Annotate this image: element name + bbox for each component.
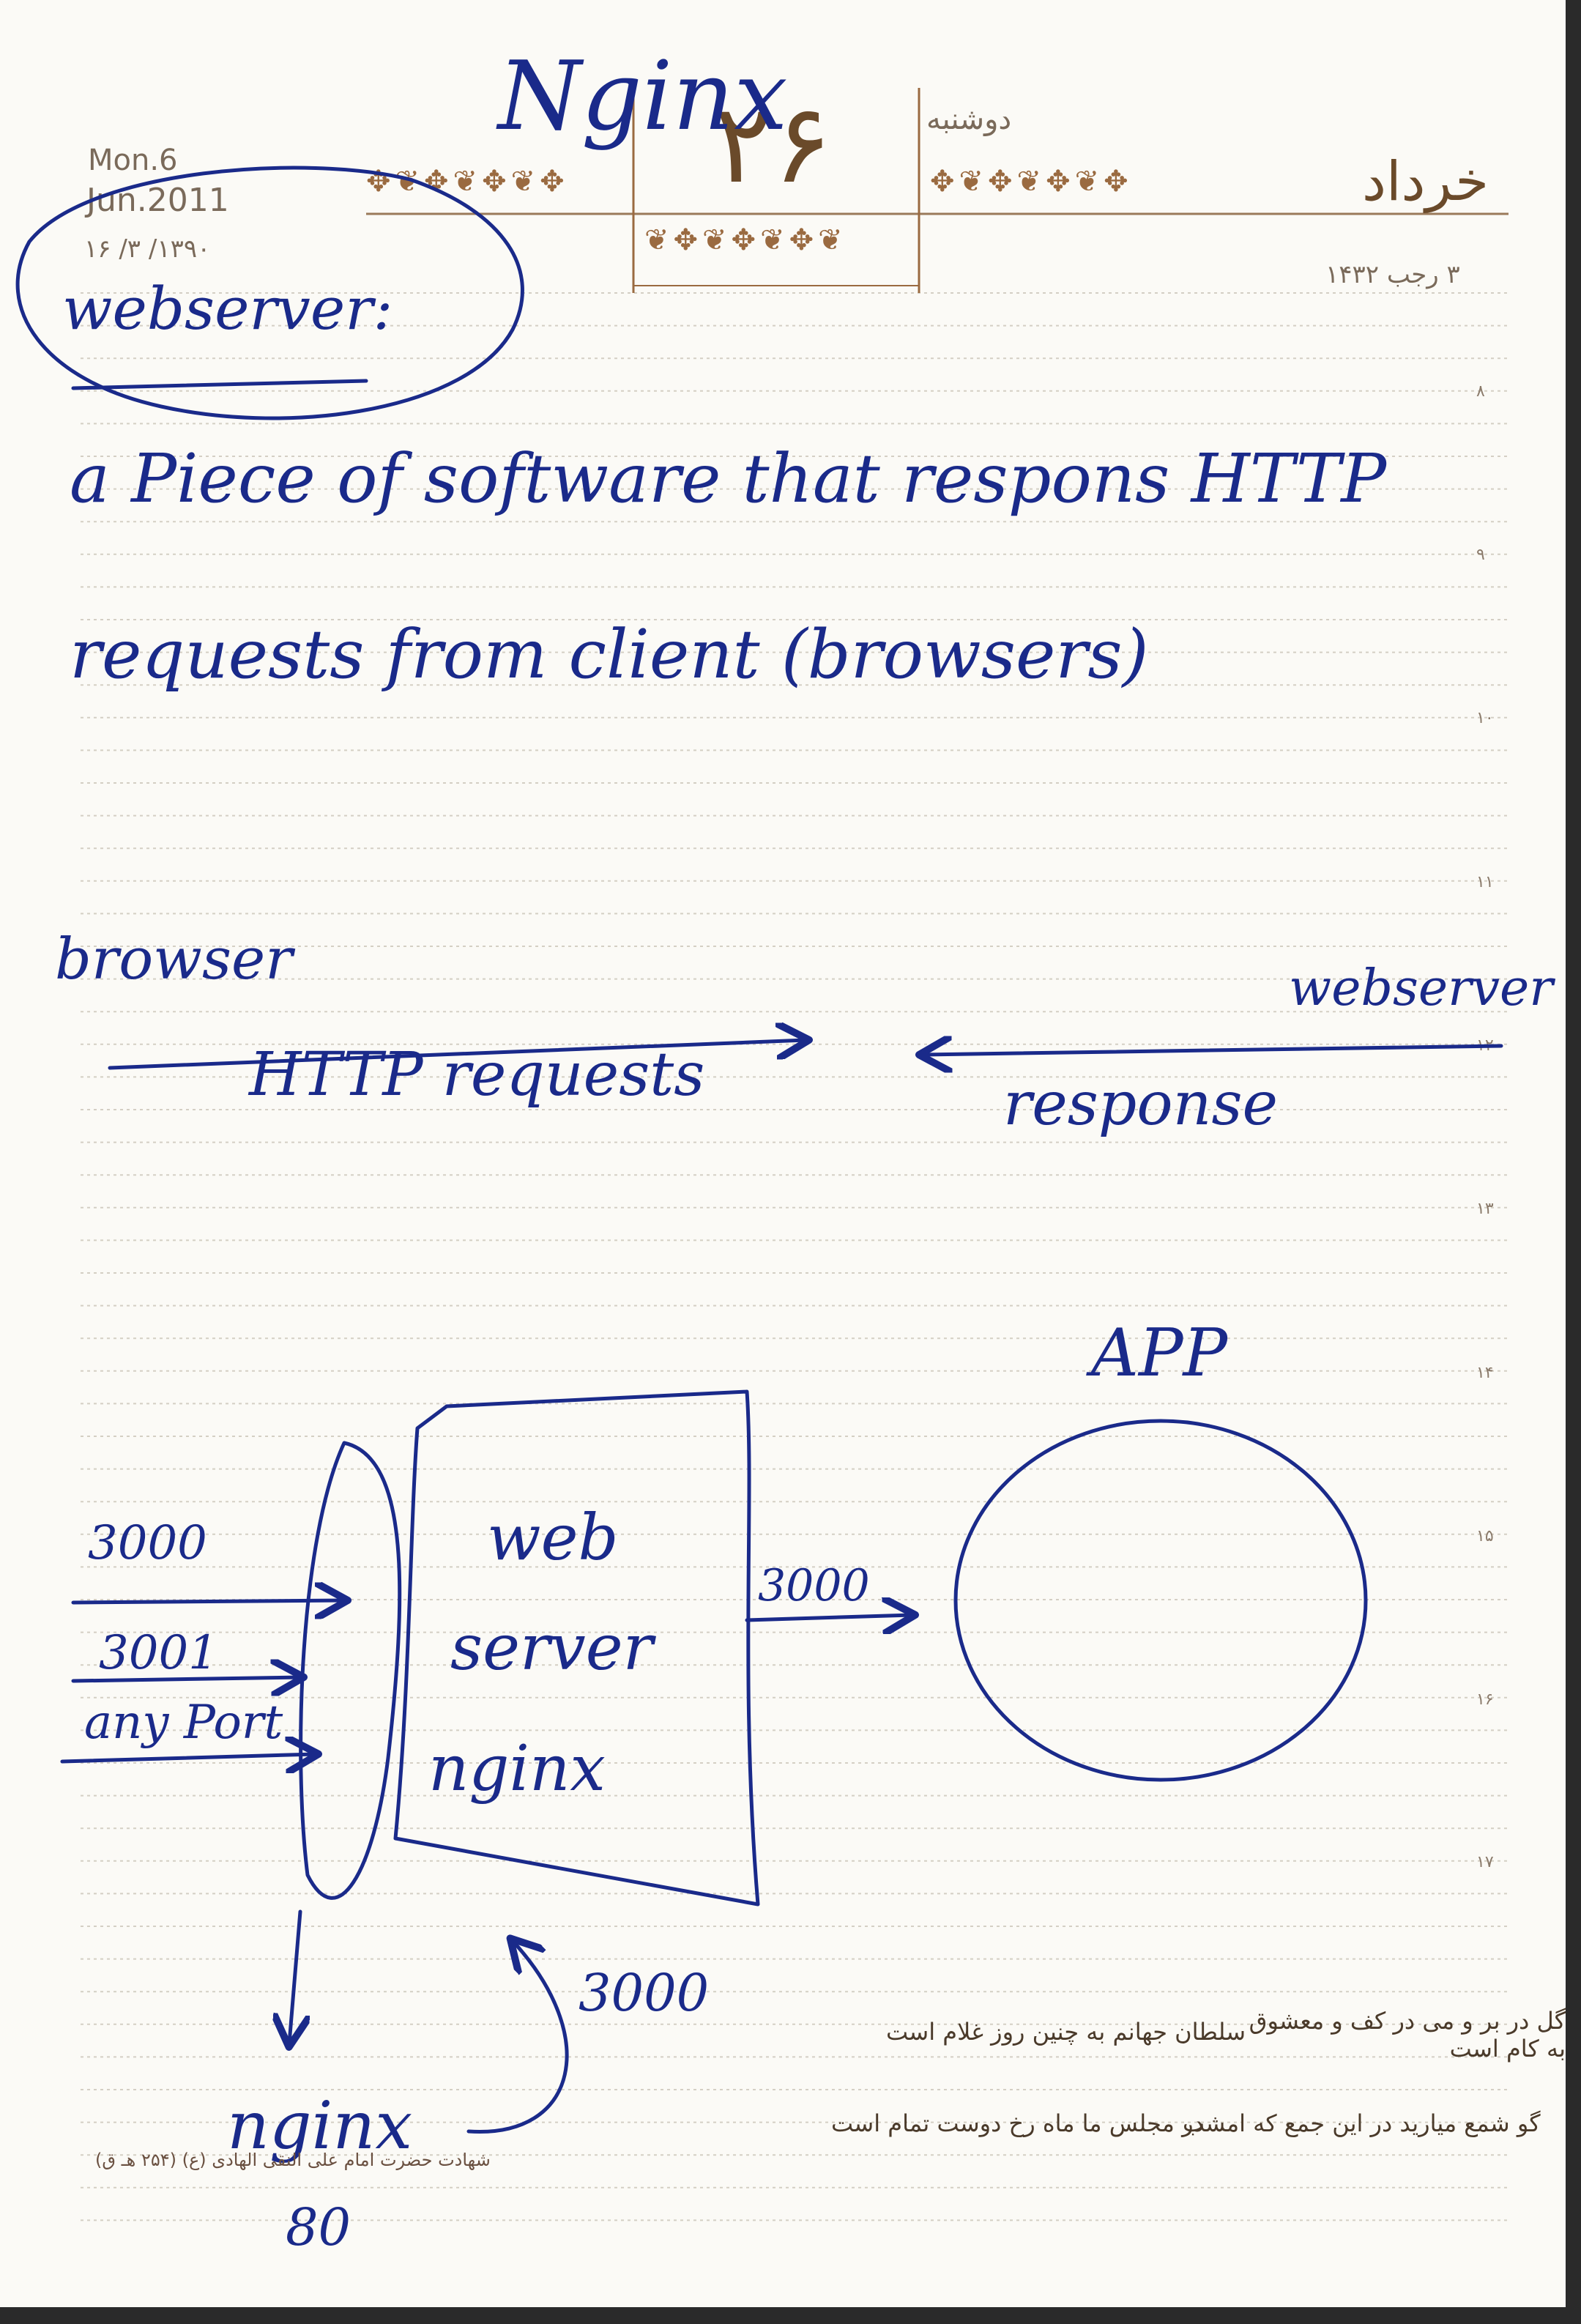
heading-loop [15, 166, 524, 420]
hijri-date: ۳ رجب ۱۴۳۲ [1325, 260, 1460, 289]
handwritten-title: Nginx [498, 40, 788, 152]
poem-line-3: گو شمع میارید در این جمع که امشب [1183, 2109, 1541, 2137]
header-ornament-right: ✥❦✥❦✥❦✥ [930, 165, 1133, 198]
header-ornament-center: ❦✥❦✥❦✥❦ [644, 223, 847, 257]
hour-mark: ۱۶ [1476, 1690, 1494, 1709]
hour-mark: ۱۴ [1476, 1364, 1494, 1382]
forward-port-label: 3000 [758, 1560, 870, 1611]
app-label: APP [1091, 1315, 1228, 1392]
hour-mark: ۸ [1476, 382, 1485, 401]
poem-line-4: در مجلس ما ماه رخ دوست تمام است [831, 2109, 1204, 2137]
hour-mark: ۹ [1476, 546, 1485, 564]
webserver-label: webserver [1289, 959, 1553, 1017]
server-text-1: web [487, 1501, 619, 1575]
server-text-2: server [450, 1611, 653, 1685]
hour-mark: ۱۱ [1476, 873, 1494, 891]
request-arrow [108, 1040, 806, 1070]
bottom-port-80: 80 [286, 2197, 351, 2257]
port-label-3001: 3001 [99, 1626, 218, 1680]
server-text-3: nginx [428, 1732, 606, 1805]
forward-arrow [745, 1615, 912, 1620]
port-ring [299, 1441, 402, 1900]
bottom-nginx-label: nginx [227, 2087, 413, 2164]
hour-mark: ۱۰ [1476, 709, 1494, 727]
date-en-month: Jun.2011 [86, 182, 229, 219]
browser-label: browser [55, 927, 293, 992]
footer-occasion: شهادت حضرت امام علی النقی الهادی (ع) (۲۵… [95, 2150, 491, 2170]
response-label: response [1003, 1069, 1279, 1139]
app-circle [953, 1419, 1368, 1782]
hour-mark: ۱۳ [1476, 1200, 1494, 1218]
incoming-arrow-3000 [71, 1600, 344, 1603]
poem-line-2: سلطان جهانم به چنین روز غلام است [886, 2018, 1246, 2046]
hour-mark: ۱۵ [1476, 1527, 1494, 1545]
down-arrow [289, 1909, 300, 2043]
incoming-arrow-3001 [71, 1677, 300, 1681]
hour-mark: ۱۷ [1476, 1853, 1494, 1871]
date-persian: ۱۳۹۰/ ۳/ ۱۶ [84, 234, 211, 264]
month: خرداد [1362, 150, 1489, 213]
curved-arrow [466, 1941, 569, 2134]
definition-line-1: a Piece of software that respons HTTP [70, 439, 1387, 518]
port-label-3000: 3000 [88, 1516, 207, 1570]
server-box [393, 1389, 760, 1907]
port-label-any: any Port [84, 1696, 283, 1750]
poem-line-1: گل در بر و می در کف و معشوق به کام است [1249, 2007, 1566, 2063]
heading-underline [71, 379, 368, 390]
weekday: دوشنبه [926, 103, 1012, 136]
bottom-port-label: 3000 [579, 1963, 710, 2023]
header-frame [366, 88, 1509, 293]
header-ornament-left: ✥❦✥❦✥❦✥ [366, 165, 569, 198]
incoming-arrow-any [60, 1754, 315, 1761]
definition-line-2: requests from client (browsers) [70, 615, 1149, 694]
response-arrow [923, 1046, 1503, 1055]
notes-heading: webserver: [62, 275, 393, 343]
date-en-day: Mon.6 [88, 144, 178, 177]
day-number: ۲۶ [714, 81, 833, 208]
